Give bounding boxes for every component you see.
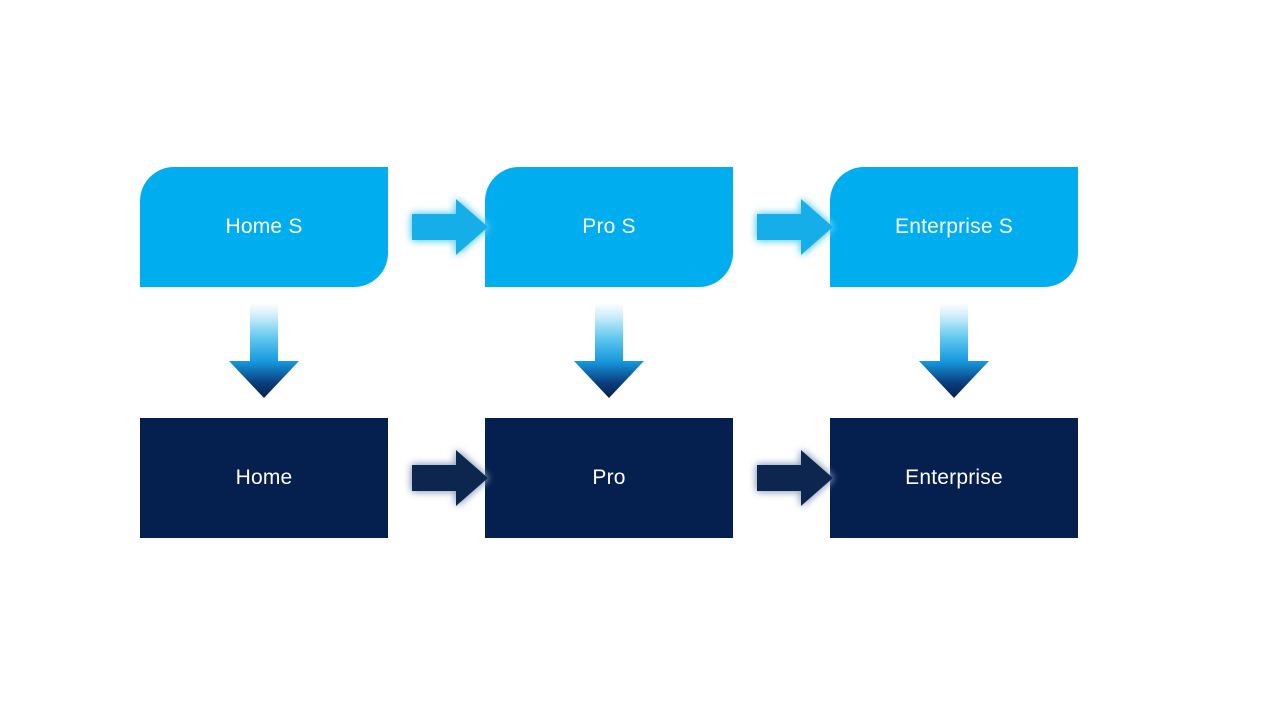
node-home[interactable]: Home [140, 418, 388, 538]
arrow-right-icon [757, 450, 833, 506]
node-pro-s[interactable]: Pro S [485, 167, 733, 287]
connector-pro-to-enterprise [749, 440, 841, 516]
connector-pro-s-to-enterprise-s [749, 189, 841, 265]
connector-pro-s-to-pro [567, 303, 651, 407]
arrow-down-icon [229, 303, 299, 398]
connector-home-to-pro [404, 440, 496, 516]
node-label-pro-s: Pro S [582, 215, 636, 239]
node-home-s[interactable]: Home S [140, 167, 388, 287]
node-label-enterprise: Enterprise [905, 466, 1003, 490]
node-enterprise[interactable]: Enterprise [830, 418, 1078, 538]
arrow-right-icon [412, 199, 488, 255]
connector-home-s-to-pro-s [404, 189, 496, 265]
node-label-home: Home [235, 466, 293, 490]
connector-enterprise-s-to-enterprise [912, 303, 996, 407]
arrow-down-icon [919, 303, 989, 398]
arrow-right-icon [412, 450, 488, 506]
node-label-home-s: Home S [225, 215, 303, 239]
node-enterprise-s[interactable]: Enterprise S [830, 167, 1078, 287]
arrow-down-icon [574, 303, 644, 398]
node-label-enterprise-s: Enterprise S [895, 215, 1013, 239]
connector-home-s-to-home [222, 303, 306, 407]
node-label-pro: Pro [592, 466, 626, 490]
arrow-right-icon [757, 199, 833, 255]
node-pro[interactable]: Pro [485, 418, 733, 538]
